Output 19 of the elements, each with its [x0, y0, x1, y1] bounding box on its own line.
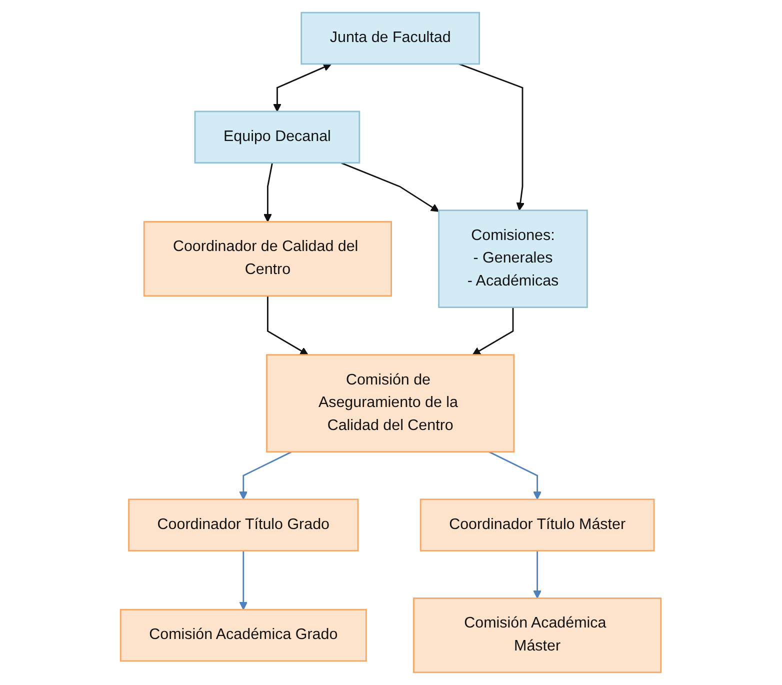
arrow	[458, 63, 525, 211]
node-box: Coordinador Título Máster	[420, 498, 655, 552]
arrow	[340, 162, 440, 212]
arrow	[273, 63, 332, 112]
node-box: Comisión Académica Grado	[120, 608, 368, 662]
node-box: Equipo Decanal	[194, 110, 360, 164]
node-box: Comisiones: - Generales - Académicas	[438, 210, 588, 308]
node-box: Coordinador Título Grado	[128, 498, 359, 552]
node-box: Comisión Académica Máster	[413, 598, 662, 674]
node-box: Comisión de Aseguramiento de la Calidad del Centro	[266, 354, 515, 453]
arrow	[264, 162, 274, 222]
arrow	[488, 451, 542, 500]
arrow	[239, 451, 292, 500]
arrow	[533, 550, 542, 599]
arrow	[267, 296, 309, 356]
arrow	[472, 307, 514, 356]
arrow	[239, 550, 248, 610]
node-box: Coordinador de Calidad del Centro	[144, 221, 392, 297]
node-box: Junta de Facultad	[300, 12, 480, 65]
